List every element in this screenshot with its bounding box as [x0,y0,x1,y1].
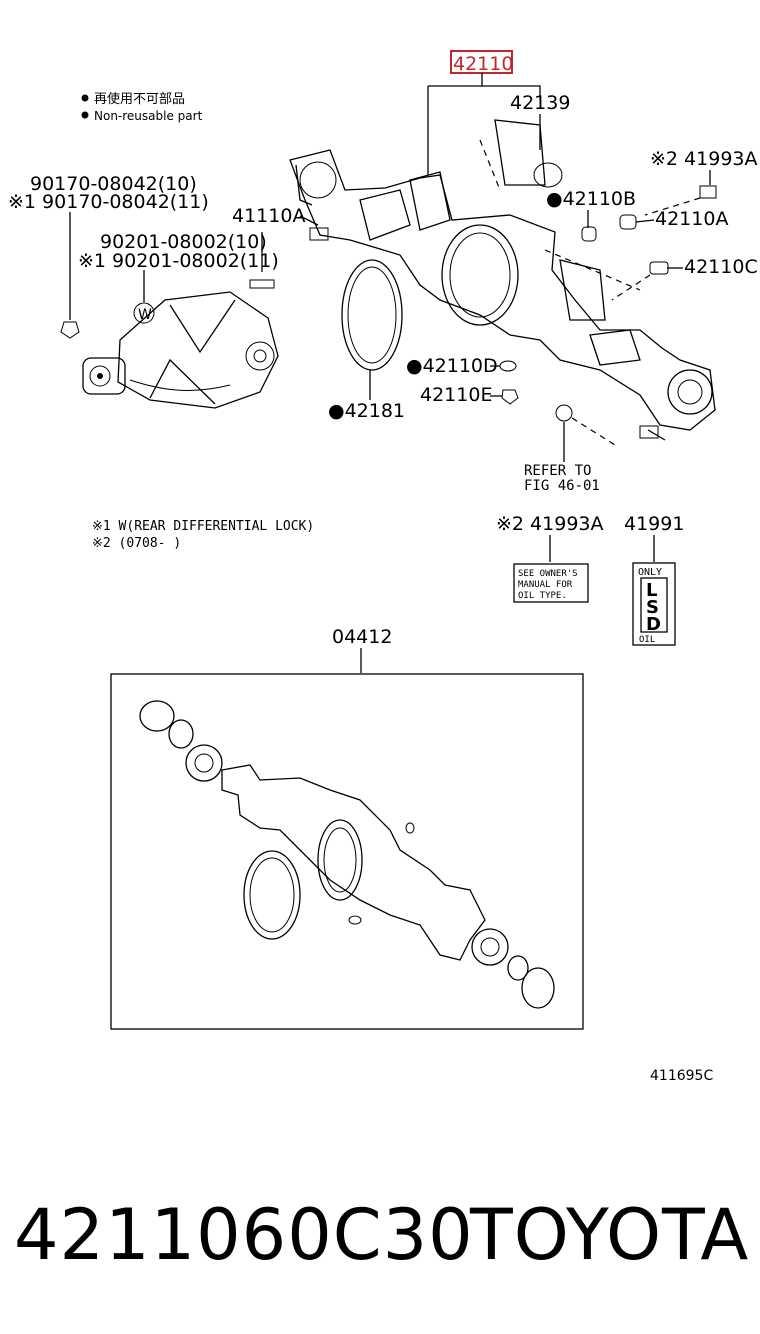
part-label-42139[interactable]: 42139 [510,92,570,114]
part-label-90201-10[interactable]: 90201-08002(10) [100,231,267,253]
nut-icon [501,389,519,405]
sticker-line-1: SEE OWNER'S [518,569,578,579]
footer: 4211060C30 TOYOTA [0,1185,760,1285]
w-mark-label: W [138,307,152,323]
part-number: 4211060C30 [14,1194,474,1276]
part-label-42110[interactable]: 42110 [453,53,513,75]
axle-housing-drawing [289,119,716,441]
sticker-icon [699,185,717,199]
sticker-line-3: OIL TYPE. [518,591,567,601]
part-label-41993A-top[interactable]: ※2 41993A [650,148,758,170]
part-label-42110B[interactable]: ●42110B [546,188,636,210]
oil-type-sticker [513,563,589,603]
refer-line-2[interactable]: FIG 46-01 [524,478,600,494]
part-label-90170-11[interactable]: ※1 90170-08042(11) [8,191,209,213]
lsd-top: ONLY [638,567,662,578]
w-mark [133,302,155,324]
legend-dot-icon [81,94,89,102]
lsd-letter-s: S [646,597,659,618]
refer-line-1: REFER TO [524,463,591,479]
figure-code: 411695C [650,1068,713,1084]
legend-en: Non-reusable part [94,109,203,123]
differential-carrier-drawing [82,291,279,409]
part-label-90201-11[interactable]: ※1 90201-08002(11) [78,250,279,272]
part-label-41110A[interactable]: 41110A [232,205,305,227]
note-2: ※2 (0708- ) [92,536,181,551]
part-label-42110A-right[interactable]: 42110A [655,208,728,230]
part-label-42110D[interactable]: ●42110D [406,355,498,377]
plug-icon [499,360,517,372]
part-label-04412[interactable]: 04412 [332,626,392,648]
part-label-42181[interactable]: ●42181 [328,400,405,422]
breather-icon [649,261,669,275]
plug-icon [581,226,597,242]
part-label-41991[interactable]: 41991 [624,513,684,535]
gasket-kit-drawing [139,700,555,1009]
gasket-42181 [341,259,403,371]
lsd-bottom: OIL [639,635,655,645]
part-label-42110E[interactable]: 42110E [420,384,492,406]
brand-name: TOYOTA [470,1194,750,1276]
legend: 再使用不可部品 Non-reusable part [81,91,203,123]
bolt-icon [555,404,573,422]
note-1: ※1 W(REAR DIFFERENTIAL LOCK) [92,519,314,534]
sticker-line-2: MANUAL FOR [518,580,573,590]
nut-icon [60,321,80,339]
part-label-41993A-mid[interactable]: ※2 41993A [496,513,604,535]
part-label-90170-10[interactable]: 90170-08042(10) [30,173,197,195]
gasket-kit-box [110,673,584,1030]
lsd-letter-d: D [646,614,661,635]
lsd-sticker [632,562,676,646]
lsd-letter-l: L [646,580,657,601]
legend-dot-icon [81,111,89,119]
plug-icon [619,214,637,230]
legend-jp: 再使用不可部品 [94,91,185,107]
part-label-42110C[interactable]: 42110C [684,256,758,278]
washer-icon [249,279,275,289]
